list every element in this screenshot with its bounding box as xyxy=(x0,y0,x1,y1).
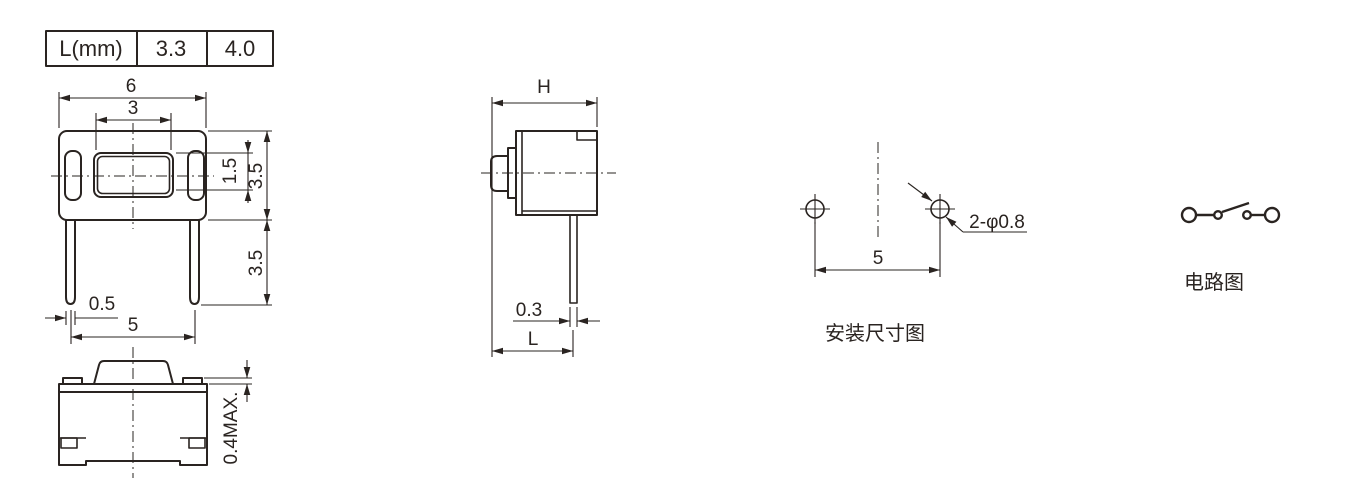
dim-length-L: L xyxy=(492,329,574,357)
left-foot-notch xyxy=(60,437,78,449)
dim-text-0_5: 0.5 xyxy=(89,294,115,315)
spec-table-value-1: 3.3 xyxy=(156,36,187,61)
dim-button-height: 1.5 xyxy=(176,140,253,203)
dim-button-width: 3 xyxy=(95,98,172,150)
left-leg xyxy=(65,220,76,305)
circuit-caption: 电路图 xyxy=(1184,271,1244,294)
spec-table: L(mm) 3.3 4.0 xyxy=(45,30,274,67)
circuit-terminal-right xyxy=(1263,206,1281,224)
bottom-view: 0.4MAX. xyxy=(58,347,252,478)
dim-text-6: 6 xyxy=(126,76,137,97)
dim-bump-height: 0.4MAX. xyxy=(204,360,252,464)
front-view: 6 3 1.5 3.5 3.5 xyxy=(45,76,272,344)
right-foot-notch xyxy=(188,437,206,449)
circuit-contact-right xyxy=(1241,209,1252,220)
dim-hole-pitch: 5 xyxy=(814,222,941,277)
dim-text-0_4max: 0.4MAX. xyxy=(221,392,242,465)
spec-table-label: L(mm) xyxy=(59,36,123,61)
dim-text-5: 5 xyxy=(128,315,139,336)
dim-text-pitch-5: 5 xyxy=(873,248,884,269)
dim-height-H: H xyxy=(491,77,598,357)
spec-table-value-2: 4.0 xyxy=(225,36,256,61)
spec-table-border xyxy=(45,30,274,67)
dim-body-width: 6 xyxy=(58,76,207,128)
circuit-terminal-left xyxy=(1180,206,1198,224)
dim-leg-pitch: 5 xyxy=(70,310,196,344)
side-view: H 0.3 L xyxy=(481,77,616,357)
top-right-notch xyxy=(576,131,597,141)
dim-text-3_5-lower: 3.5 xyxy=(246,250,267,276)
dim-leg-thickness: 0.3 xyxy=(513,300,600,327)
dim-leg-length: 3.5 xyxy=(201,220,272,306)
side-leg xyxy=(569,215,578,304)
circuit-view: 电路图 xyxy=(1180,201,1281,294)
dim-body-height: 3.5 xyxy=(208,130,272,221)
dim-text-3_5-upper: 3.5 xyxy=(246,163,267,189)
dim-text-1_5: 1.5 xyxy=(220,158,241,184)
button-profile xyxy=(93,360,174,385)
dim-leg-width: 0.5 xyxy=(45,294,118,325)
mounting-view: 2-φ0.8 5 安装尺寸图 xyxy=(800,142,1027,345)
dim-hole-spec: 2-φ0.8 xyxy=(907,182,1027,233)
circuit-contact-left xyxy=(1212,209,1223,220)
circuit-switch-arm xyxy=(1221,201,1250,214)
dim-text-0_3: 0.3 xyxy=(516,300,542,321)
dim-text-3: 3 xyxy=(128,98,139,119)
left-bump xyxy=(62,377,83,384)
dim-text-2-phi0_8: 2-φ0.8 xyxy=(969,212,1025,233)
right-leg xyxy=(189,220,200,305)
dim-text-L: L xyxy=(528,329,539,350)
dim-text-H: H xyxy=(537,77,551,98)
mounting-caption: 安装尺寸图 xyxy=(825,322,925,345)
right-bump xyxy=(182,377,203,384)
